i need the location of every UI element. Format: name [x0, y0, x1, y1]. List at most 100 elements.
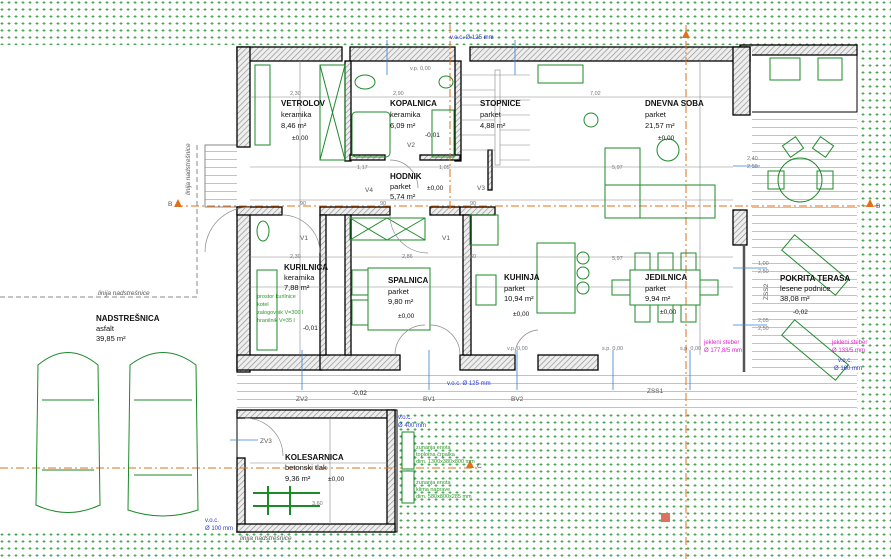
column-note: jekleni steber [831, 340, 867, 346]
pipe-note: v.o.c. [398, 415, 412, 421]
svg-text:-0,01: -0,01 [303, 325, 318, 332]
door-tag: V1 [442, 235, 450, 242]
svg-text:9,36 m²: 9,36 m² [285, 474, 311, 483]
room-pokrita-terasa: POKRITA TERASA lesene podnice 38,08 m² -… [780, 274, 850, 316]
svg-text:KOPALNICA: KOPALNICA [390, 99, 437, 108]
pipe-note-top: v.o.c. Ø 125 mm [450, 35, 494, 41]
sun-lounger [781, 234, 849, 296]
svg-text:21,57 m²: 21,57 m² [645, 121, 675, 130]
svg-text:kotel: kotel [257, 302, 269, 308]
door-tag: BV1 [423, 396, 436, 403]
svg-text:parket: parket [645, 110, 667, 119]
dimension: 2,50 [747, 164, 758, 170]
door-tag: ZSS1 [647, 388, 664, 395]
svg-text:parket: parket [388, 287, 410, 296]
svg-text:SPALNICA: SPALNICA [388, 276, 429, 285]
car [127, 352, 199, 517]
pipe-note: v.o.c. Ø 125 mm [447, 381, 491, 387]
svg-text:±0,00: ±0,00 [427, 185, 444, 192]
wall [739, 44, 858, 56]
door-tag: BV2 [511, 396, 524, 403]
svg-text:-0,02: -0,02 [793, 309, 808, 316]
plant [583, 112, 599, 128]
door-tag: V3 [477, 185, 485, 192]
ac-unit-note: zunanja enota klima naprave dim. 580x800… [416, 480, 472, 500]
svg-text:asfalt: asfalt [96, 324, 115, 333]
room-kuhinja: KUHINJA parket 10,94 m² ±0,00 [504, 273, 540, 318]
svg-text:STOPNICE: STOPNICE [480, 99, 521, 108]
room-kurilnica: KURILNICA keramika 7,88 m² -0,01 [284, 263, 328, 332]
door-swings [204, 159, 539, 457]
dimension: 3,60 [312, 501, 323, 507]
dimension: 90 [470, 201, 476, 207]
dimension: 5,97 [612, 256, 623, 262]
dimension: 90 [300, 201, 306, 207]
svg-text:KUHINJA: KUHINJA [504, 273, 540, 282]
room-dnevna-soba: DNEVNA SOBA parket 21,57 m² ±0,00 [645, 99, 704, 142]
svg-text:POKRITA TERASA: POKRITA TERASA [780, 274, 850, 283]
svg-text:-0,01: -0,01 [425, 132, 440, 139]
svg-text:toplotna črpalka: toplotna črpalka [416, 452, 456, 458]
section-marker-c [466, 460, 474, 468]
level-mark: ±0,00 [292, 135, 309, 142]
pipe-note: v.o.c. [838, 358, 852, 364]
dimension: 1,05 [439, 165, 450, 171]
svg-text:zunanja enota: zunanja enota [416, 480, 451, 486]
svg-text:JEDILNICA: JEDILNICA [645, 273, 687, 282]
sofa-chaise [604, 184, 716, 219]
svg-text:dim. 580x800x285 mm: dim. 580x800x285 mm [416, 494, 472, 500]
sun-lounger [781, 319, 849, 381]
heat-pump-note: zunanja enota toplotna črpalka dim. 1300… [416, 445, 475, 465]
room-vetrolov: VETROLOV keramika 8,46 m² ±0,00 [281, 99, 326, 142]
column-note: Ø 133/5 mm [832, 348, 865, 354]
kitchen-island [536, 242, 576, 314]
svg-text:±0,00: ±0,00 [328, 476, 345, 483]
svg-text:±0,00: ±0,00 [658, 135, 675, 142]
svg-text:parket: parket [504, 284, 526, 293]
svg-text:prostor kurilnice: prostor kurilnice [257, 294, 296, 300]
section-label-b: B [168, 201, 172, 208]
outdoor-grill [817, 57, 843, 81]
tv-unit [537, 64, 584, 84]
section-marker-b [174, 199, 182, 207]
bench [254, 64, 271, 146]
callout-lines [230, 40, 767, 441]
walls [236, 46, 751, 533]
svg-text:±0,00: ±0,00 [660, 309, 677, 316]
section-label-c: C [477, 463, 482, 470]
dimension: 1,00 [758, 261, 769, 267]
door-tag: V4 [365, 187, 373, 194]
car [35, 352, 101, 513]
door-tag: ZV3 [260, 438, 272, 445]
svg-text:6,09 m²: 6,09 m² [390, 121, 416, 130]
toilet [354, 74, 376, 90]
svg-text:5,74 m²: 5,74 m² [390, 192, 416, 201]
svg-text:39,85 m²: 39,85 m² [96, 334, 126, 343]
svg-text:klima naprave: klima naprave [416, 487, 450, 493]
kitchen-sink [475, 274, 497, 306]
door-tag: ZSS2 [763, 283, 770, 300]
section-label-b-right: B [876, 203, 880, 210]
column-note: jekleni steber [703, 340, 739, 346]
svg-text:DNEVNA SOBA: DNEVNA SOBA [645, 99, 704, 108]
svg-text:38,08 m²: 38,08 m² [780, 294, 810, 303]
pipe-note: v.o.c. [205, 518, 219, 524]
svg-text:parket: parket [645, 284, 667, 293]
roof-line [0, 145, 198, 298]
pipe-note: Ø 400 mm [398, 423, 426, 429]
boiler [256, 269, 278, 351]
dimension: 60 [470, 254, 476, 260]
dimension: 5,97 [612, 165, 623, 171]
washbasin [256, 220, 270, 242]
svg-text:betonski tlak: betonski tlak [285, 463, 327, 472]
door-tag: ZV2 [296, 396, 308, 403]
shower [351, 111, 391, 158]
stairs [462, 69, 530, 166]
wardrobe [319, 64, 346, 161]
room-kopalnica: KOPALNICA keramika 6,09 m² -0,01 [390, 99, 440, 139]
svg-text:10,94 m²: 10,94 m² [504, 294, 534, 303]
svg-text:dim. 1300x380x800 mm: dim. 1300x380x800 mm [416, 459, 475, 465]
bed [367, 267, 431, 331]
svg-text:keramika: keramika [284, 273, 315, 282]
